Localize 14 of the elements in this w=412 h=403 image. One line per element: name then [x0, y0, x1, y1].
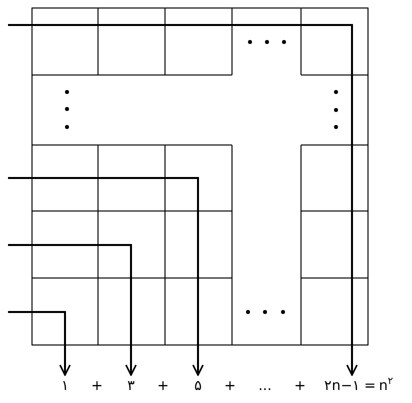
- formula-symbol: ...: [258, 377, 272, 396]
- formula-symbol: +: [157, 377, 169, 396]
- formula-symbol: +: [294, 377, 306, 396]
- formula-symbol: +: [91, 377, 103, 396]
- formula-symbol: +: [224, 377, 236, 396]
- arrow: [8, 311, 71, 376]
- arrow: [8, 244, 137, 376]
- arrow: [8, 177, 204, 376]
- sum-term: ۲n−۱: [324, 376, 360, 396]
- sum-term: ۱: [61, 376, 69, 396]
- formula-symbol: =: [364, 377, 376, 396]
- sum-term: ۵: [194, 376, 202, 396]
- sum-term: ۳: [127, 376, 135, 396]
- arrow: [8, 24, 358, 376]
